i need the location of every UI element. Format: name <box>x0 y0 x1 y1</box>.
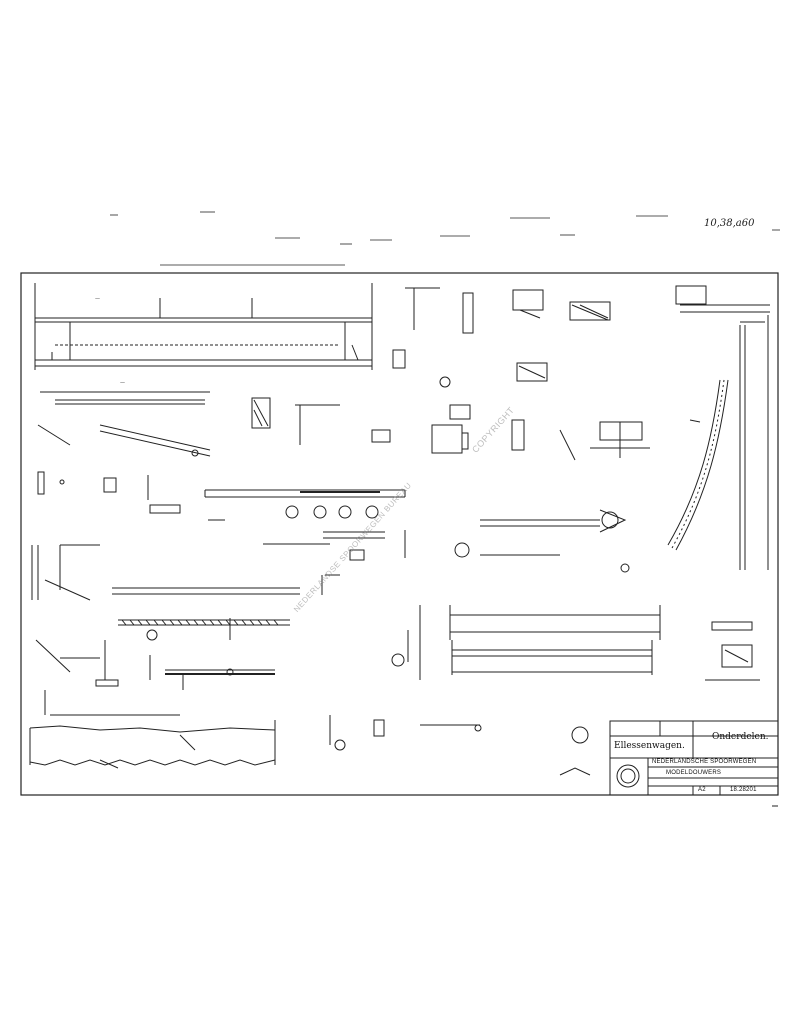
drawing-scale: A2 <box>698 787 706 793</box>
right-bracket <box>705 621 760 681</box>
part-title: Onderdelen. <box>712 732 769 742</box>
central-rod <box>204 489 406 521</box>
bracket-bar <box>37 391 211 457</box>
drawing-number: 18.28201 <box>730 787 757 793</box>
curved-plate <box>667 285 770 570</box>
bolt-assembly <box>454 509 630 573</box>
hatched-strip <box>118 618 290 690</box>
handwritten-reference: 10,38,a60 <box>704 218 755 229</box>
dimension-label: — <box>120 380 125 386</box>
header-scan-marks <box>110 211 780 266</box>
lower-left-details <box>35 639 119 715</box>
wagon-name: Ellessenwagen. <box>614 741 685 751</box>
long-frame-lower <box>391 605 661 680</box>
company-name: NEDERLANDSCHE SPOORWEGEN <box>652 759 757 765</box>
lower-rail <box>29 714 276 769</box>
department-name: MODELDOUWERS <box>666 770 722 776</box>
company-seal <box>616 764 640 788</box>
dimension-label: — <box>95 296 100 302</box>
left-details <box>37 471 181 514</box>
bottom-center-details <box>329 715 591 776</box>
drawing-frame <box>20 272 779 796</box>
side-profile <box>31 543 340 601</box>
longitudinal-beam <box>34 283 373 370</box>
title-block <box>609 720 779 796</box>
mid-parts <box>251 287 650 561</box>
